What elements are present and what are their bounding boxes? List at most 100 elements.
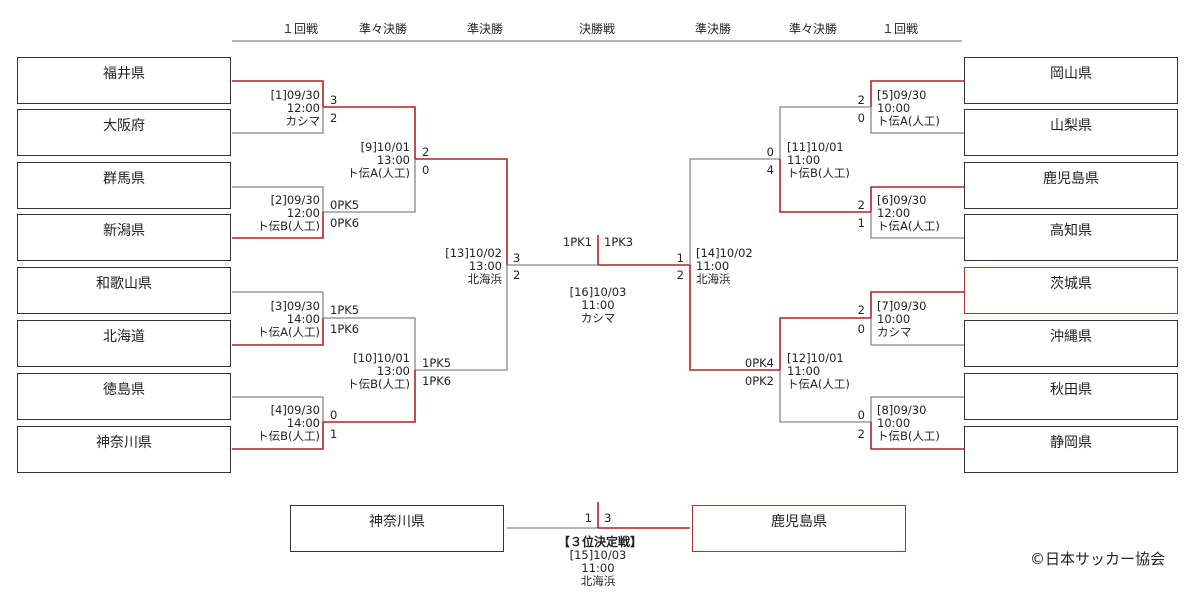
team-gunma: 群馬県 <box>17 162 231 209</box>
line-m3-out <box>323 317 416 370</box>
match-14-venue: 北海浜 <box>696 272 731 286</box>
match-12-time: 11:00 <box>787 364 821 378</box>
match-16-venue: カシマ <box>580 311 616 325</box>
line-m9-out <box>415 158 508 265</box>
match-11-score-top: 0 <box>766 145 774 159</box>
match-5-score-top: 2 <box>857 93 865 107</box>
match-2-score-bottom: 0PK6 <box>330 216 360 230</box>
line-akita <box>870 396 964 422</box>
match-8-info: [8]09/30 10:00 ト伝B(人工) <box>877 404 957 443</box>
match-8-score-top: 0 <box>857 408 865 422</box>
match-3-info: [3]09/30 14:00 ト伝A(人工) <box>240 300 320 339</box>
match-12-info: [12]10/01 11:00 ト伝A(人工) <box>787 352 867 391</box>
match-9-score-top: 2 <box>422 145 430 159</box>
line-hokkaido <box>232 318 324 346</box>
match-3-venue: ト伝A(人工) <box>257 325 320 339</box>
match-12-venue: ト伝A(人工) <box>787 377 850 391</box>
match-12-score-bottom: 0PK2 <box>744 374 774 388</box>
match-9-id: [9]10/01 <box>360 140 410 154</box>
team-hokkaido: 北海道 <box>17 320 231 367</box>
line-fukui <box>232 80 324 107</box>
line-m10-out <box>415 265 508 371</box>
line-m11-out <box>689 158 780 265</box>
match-13-id: [13]10/02 <box>445 246 502 260</box>
match-9-time: 13:00 <box>376 153 410 167</box>
team-wakayama: 和歌山県 <box>17 267 231 314</box>
team-kochi: 高知県 <box>964 214 1178 261</box>
final-score-left: 1PK1 <box>562 235 592 249</box>
round-header-r1-right: １回戦 <box>881 22 918 36</box>
match-4-venue: ト伝B(人工) <box>257 429 320 443</box>
team-okayama: 岡山県 <box>964 57 1178 104</box>
match-1-score-bottom: 2 <box>330 111 338 125</box>
match-11-id: [11]10/01 <box>787 140 844 154</box>
match-10-score-bottom: 1PK6 <box>422 374 452 388</box>
match-13-time: 13:00 <box>468 259 502 273</box>
team-akita: 秋田県 <box>964 373 1178 420</box>
match-7-score-top: 2 <box>857 303 865 317</box>
line-kanagawa <box>232 422 324 450</box>
match-5-info: [5]09/30 10:00 ト伝A(人工) <box>877 89 957 128</box>
line-tokushima <box>232 396 324 422</box>
match-16-info: [16]10/03 11:00 カシマ <box>548 286 648 325</box>
match-14-info: [14]10/02 11:00 北海浜 <box>696 247 776 286</box>
team-shizuoka: 静岡県 <box>964 426 1178 473</box>
match-1-score-top: 3 <box>330 93 338 107</box>
line-yamanashi <box>870 107 964 134</box>
match-13-score-top: 3 <box>513 251 521 265</box>
match-10-venue: ト伝B(人工) <box>347 377 410 391</box>
team-fukui: 福井県 <box>17 57 231 104</box>
match-13-venue: 北海浜 <box>467 272 503 286</box>
match-7-info: [7]09/30 10:00 カシマ <box>877 300 957 339</box>
team-osaka: 大阪府 <box>17 109 231 156</box>
match-5-time: 10:00 <box>877 101 911 115</box>
match-6-id: [6]09/30 <box>877 193 927 207</box>
third-score-right: 3 <box>604 511 612 525</box>
line-m1-out <box>323 106 416 159</box>
match-11-info: [11]10/01 11:00 ト伝B(人工) <box>787 141 867 180</box>
team-niigata: 新潟県 <box>17 214 231 261</box>
match-11-venue: ト伝B(人工) <box>787 166 850 180</box>
third-score-left: 1 <box>584 511 592 525</box>
line-m5-out <box>779 106 871 159</box>
line-osaka <box>232 107 324 134</box>
match-12-score-top: 0PK4 <box>744 356 774 370</box>
line-m4-out <box>323 370 416 423</box>
team-kanagawa: 神奈川県 <box>17 426 231 473</box>
line-m7-out <box>779 317 871 370</box>
match-10-id: [10]10/01 <box>353 351 410 365</box>
match-2-venue: ト伝B(人工) <box>257 219 320 233</box>
match-14-score-bottom: 2 <box>676 268 684 282</box>
line-shizuoka <box>870 422 964 450</box>
match-14-id: [14]10/02 <box>696 246 753 260</box>
match-16-time: 11:00 <box>581 298 615 312</box>
match-5-id: [5]09/30 <box>877 88 927 102</box>
match-9-venue: ト伝A(人工) <box>347 166 410 180</box>
match-13-score-bottom: 2 <box>513 268 521 282</box>
team-okinawa: 沖縄県 <box>964 320 1178 367</box>
match-1-venue: カシマ <box>285 114 321 128</box>
match-15-info: [15]10/03 11:00 北海浜 <box>548 549 648 588</box>
match-14-score-top: 1 <box>676 251 684 265</box>
match-6-score-bottom: 1 <box>857 216 865 230</box>
match-9-info: [9]10/01 13:00 ト伝A(人工) <box>330 141 410 180</box>
match-8-venue: ト伝B(人工) <box>877 429 940 443</box>
match-1-time: 12:00 <box>286 101 320 115</box>
round-header-qf-right: 準々決勝 <box>788 22 837 36</box>
match-12-id: [12]10/01 <box>787 351 844 365</box>
round-header-r1-left: １回戦 <box>281 22 318 36</box>
match-4-id: [4]09/30 <box>270 403 320 417</box>
match-4-score-bottom: 1 <box>330 427 338 441</box>
match-5-score-bottom: 0 <box>857 111 865 125</box>
team-ibaraki: 茨城県 <box>964 267 1178 314</box>
match-6-score-top: 2 <box>857 198 865 212</box>
match-10-info: [10]10/01 13:00 ト伝B(人工) <box>330 352 410 391</box>
copyright: ©日本サッカー協会 <box>1030 550 1166 568</box>
match-4-score-top: 0 <box>330 408 338 422</box>
match-15-time: 11:00 <box>581 561 615 575</box>
match-4-time: 14:00 <box>286 416 320 430</box>
match-9-score-bottom: 0 <box>422 163 430 177</box>
team-yamanashi: 山梨県 <box>964 109 1178 156</box>
match-8-id: [8]09/30 <box>877 403 927 417</box>
